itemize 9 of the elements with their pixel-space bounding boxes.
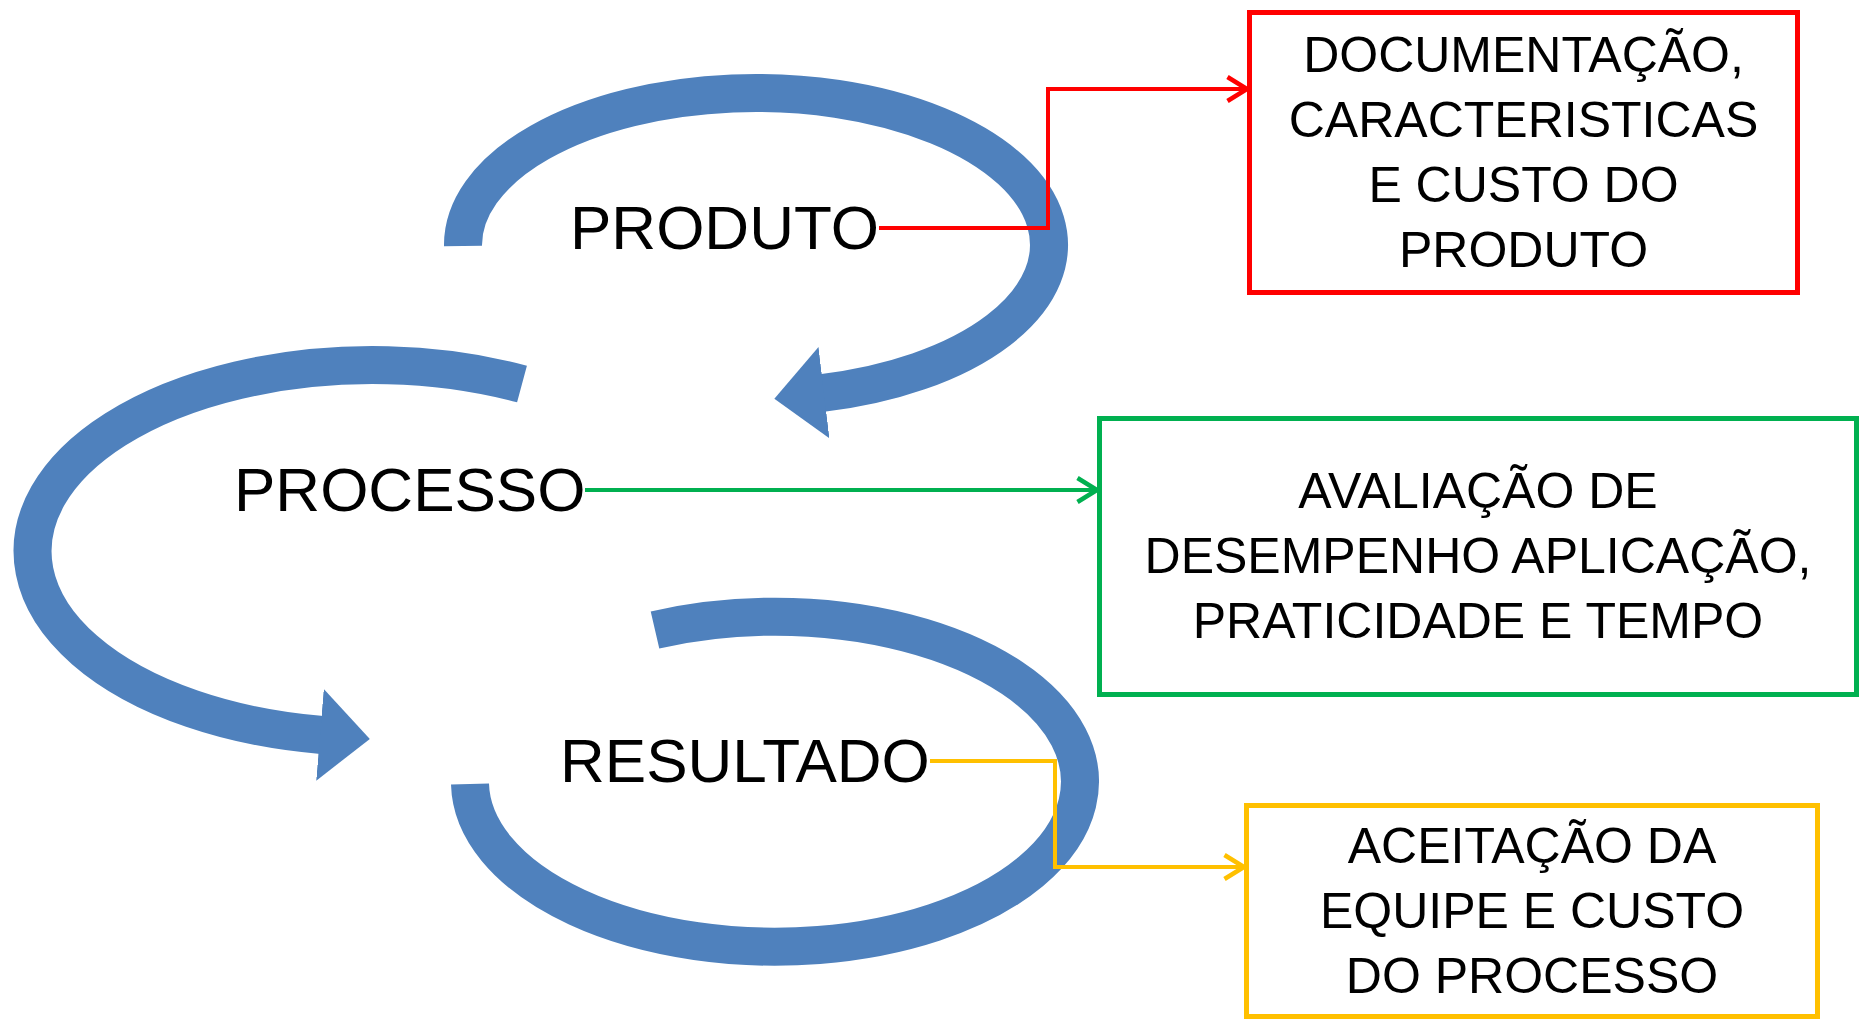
outcome-box [1097, 416, 1859, 697]
outcome-box [1244, 803, 1820, 1019]
box-text: ACEITAÇÃO DA EQUIPE E CUSTO DO PROCESSO [1318, 816, 1746, 1006]
stage-label: PROCESSO [234, 456, 586, 525]
box-text: DOCUMENTAÇÃO, CARACTERISTICAS E CUSTO DO PRODUTO [1287, 25, 1760, 280]
outcome-box [1247, 10, 1800, 295]
stage-label: RESULTADO [560, 727, 930, 796]
stage-label: PRODUTO [570, 194, 879, 263]
box-text: AVALIAÇÃO DE DESEMPENHO APLICAÇÃO, PRATICIDADE E TEMPO [1143, 462, 1813, 651]
